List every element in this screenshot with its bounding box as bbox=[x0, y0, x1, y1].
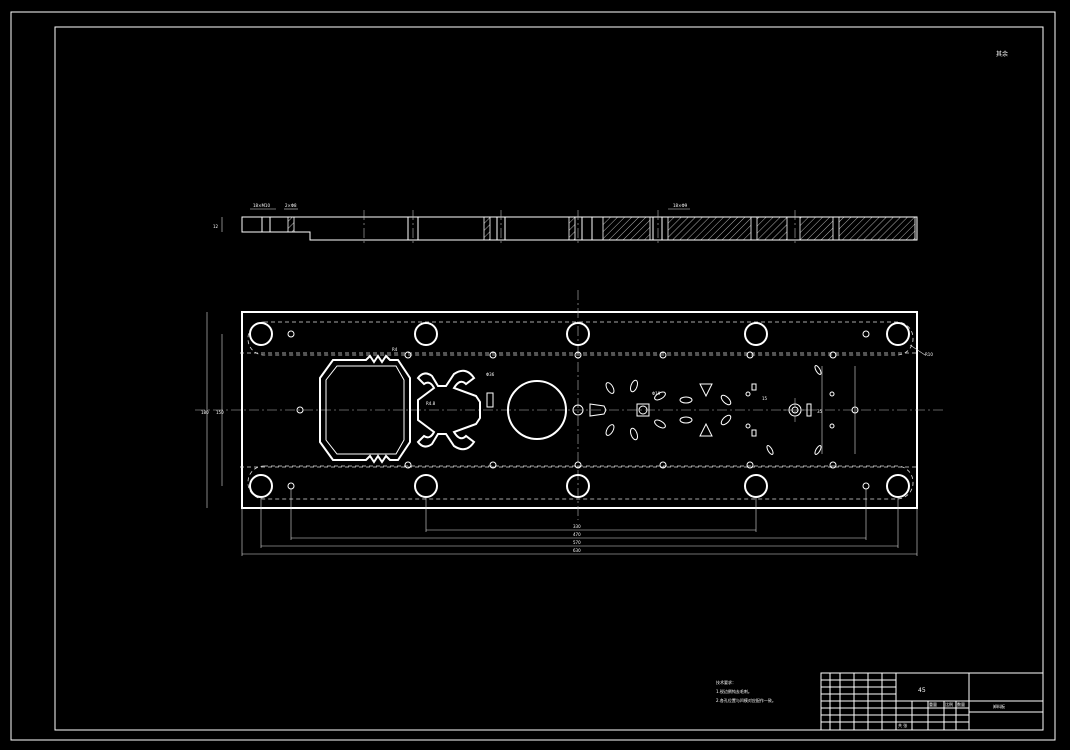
svg-text:R4: R4 bbox=[392, 347, 398, 352]
sheet-label: 共 张 bbox=[898, 722, 907, 728]
svg-text:570: 570 bbox=[573, 540, 581, 545]
svg-text:12: 12 bbox=[213, 224, 219, 229]
scale-label: 比例 bbox=[945, 701, 953, 707]
svg-text:180: 180 bbox=[201, 410, 209, 415]
svg-text:2×Φ8: 2×Φ8 bbox=[285, 203, 297, 208]
tech-line-2: 2.各孔位置与凹模对应配作一致。 bbox=[716, 697, 776, 703]
tech-requirements: 技术要求： 1.锐边倒钝去毛刺。 2.各孔位置与凹模对应配作一致。 bbox=[716, 679, 776, 703]
svg-text:18×M10: 18×M10 bbox=[253, 203, 270, 208]
weight-label: 重量 bbox=[929, 701, 937, 707]
petal-ring-1 bbox=[605, 379, 666, 441]
inner-border bbox=[54, 26, 1044, 731]
svg-text:330: 330 bbox=[573, 524, 581, 529]
svg-text:R10: R10 bbox=[925, 352, 933, 357]
svg-text:35: 35 bbox=[817, 409, 823, 414]
plan-view: 180 150 330 470 570 630 R10 R4 Φ36 R4.8 … bbox=[195, 290, 945, 556]
title-block: 45 卸料板 重量 比例 数量 共 张 bbox=[820, 672, 1044, 731]
round-punch-hole bbox=[507, 380, 567, 440]
fan-outline bbox=[416, 369, 481, 451]
part-name: 卸料板 bbox=[993, 703, 1005, 709]
svg-text:470: 470 bbox=[573, 532, 581, 537]
svg-text:630: 630 bbox=[573, 548, 581, 553]
small-holes bbox=[287, 330, 870, 490]
qty-label: 数量 bbox=[957, 701, 965, 707]
mounting-holes bbox=[249, 322, 910, 498]
section-view: 12 18×M10 2×Φ8 18×Φ9 bbox=[213, 203, 918, 246]
outer-border bbox=[10, 11, 1056, 741]
svg-text:18×Φ9: 18×Φ9 bbox=[673, 203, 688, 208]
svg-text:150: 150 bbox=[216, 410, 224, 415]
svg-text:Φ19: Φ19 bbox=[652, 391, 661, 396]
top-right-note: 其余 bbox=[996, 50, 1008, 58]
svg-text:15: 15 bbox=[762, 396, 768, 401]
pierce-group bbox=[766, 365, 856, 455]
blank-outline bbox=[319, 354, 411, 464]
tech-line-1: 1.锐边倒钝去毛刺。 bbox=[716, 688, 752, 694]
tech-title: 技术要求： bbox=[716, 679, 736, 685]
svg-text:R4.8: R4.8 bbox=[426, 401, 436, 406]
material-value: 45 bbox=[918, 687, 926, 694]
petal-ring-2 bbox=[679, 383, 757, 437]
svg-text:Φ36: Φ36 bbox=[486, 372, 495, 377]
